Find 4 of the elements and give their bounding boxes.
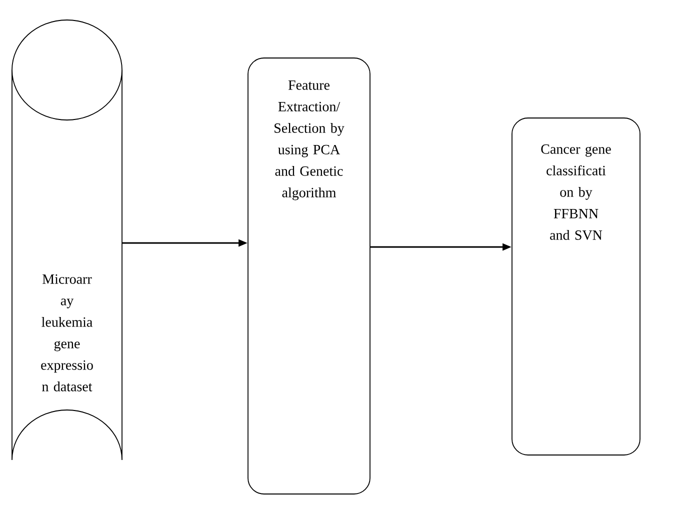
storage-cylinder: Microarr ay leukemia gene expressio n dataset <box>12 20 122 460</box>
node-label: Microarr ay leukemia gene expressio n dataset <box>41 274 93 392</box>
process-box: Cancer gene classificati on by FFBNN and SVN <box>512 118 640 456</box>
process-box: Feature Extraction/ Selection by using PCA and Genetic algorithm <box>248 58 370 494</box>
